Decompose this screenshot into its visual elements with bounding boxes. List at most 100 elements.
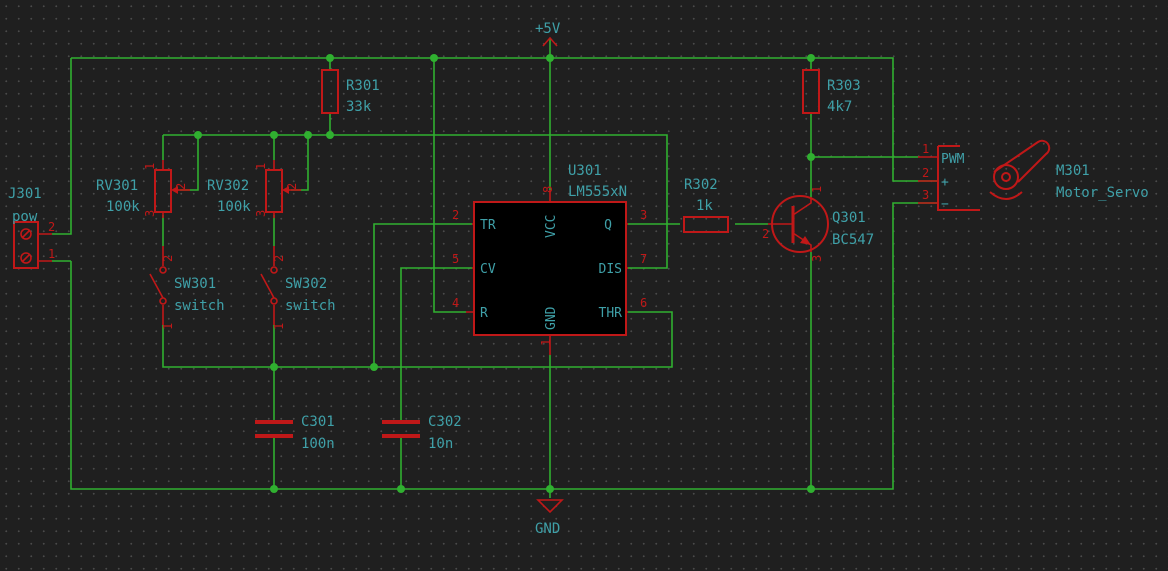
junction xyxy=(546,485,554,493)
pin-number: 1 xyxy=(272,323,286,330)
sw301-value: switch xyxy=(174,298,225,314)
junction xyxy=(304,131,312,139)
resistor-r303[interactable]: R303 4k7 xyxy=(802,69,861,115)
u301-value: LM555xN xyxy=(568,184,627,200)
vcc-arrow-icon xyxy=(542,36,558,47)
c302-value: 10n xyxy=(428,436,453,452)
servo-body xyxy=(937,146,980,211)
switch-lever-icon xyxy=(149,273,164,299)
u301-ref: U301 xyxy=(568,163,602,179)
j301-value: pow xyxy=(12,209,38,225)
connector-j301[interactable]: J301 pow 2 1 xyxy=(8,186,55,269)
pin-number: 5 xyxy=(452,252,459,266)
transistor-q301[interactable]: 2 1 3 Q301 BC547 xyxy=(762,186,874,262)
pin-number: 2 xyxy=(762,227,769,241)
capacitor-c302[interactable]: C302 10n xyxy=(382,414,462,452)
sw302-value: switch xyxy=(285,298,336,314)
pin-number: 3 xyxy=(254,210,268,217)
pin-number: 1 xyxy=(922,142,929,156)
wire-vcc-rail xyxy=(71,57,938,182)
servo-m301[interactable]: PWM + − 1 2 3 M301 Motor_Servo xyxy=(918,139,1149,212)
pin-number: 6 xyxy=(640,296,647,310)
rv302-value: 100k xyxy=(217,199,251,215)
pin-number: 7 xyxy=(640,252,647,266)
junction xyxy=(270,485,278,493)
pin-number: 1 xyxy=(254,163,268,170)
q301-ref: Q301 xyxy=(832,210,866,226)
pin-number: 1 xyxy=(161,323,175,330)
pot-body xyxy=(265,169,283,213)
pin-number: 3 xyxy=(922,188,929,202)
junction xyxy=(270,363,278,371)
resistor-body xyxy=(683,216,729,233)
pin-number: 2 xyxy=(285,183,299,190)
pin-number: 3 xyxy=(143,210,157,217)
junction xyxy=(546,54,554,62)
junctions xyxy=(194,54,815,493)
switch-sw301[interactable]: 2 1 SW301 switch xyxy=(149,246,225,330)
wire-pot-bus xyxy=(163,134,668,269)
sw301-ref: SW301 xyxy=(174,276,216,292)
r303-value: 4k7 xyxy=(827,99,852,115)
wire-reset xyxy=(433,58,466,313)
rv301-value: 100k xyxy=(106,199,140,215)
wire-gnd-rail xyxy=(70,202,938,490)
junction xyxy=(397,485,405,493)
c302-ref: C302 xyxy=(428,414,462,430)
resistor-r302[interactable]: R302 1k xyxy=(683,177,729,233)
potentiometer-rv302[interactable]: 1 2 3 RV302 100k xyxy=(207,160,301,218)
ground-icon xyxy=(536,499,564,514)
junction xyxy=(270,131,278,139)
screw-terminal-icon xyxy=(20,228,32,240)
pin-number: 3 xyxy=(810,255,824,262)
rv302-ref: RV302 xyxy=(207,178,249,194)
pin-number: 1 xyxy=(48,247,55,261)
pin-number: 1 xyxy=(810,186,824,193)
pin-name-plus: + xyxy=(941,175,949,190)
pin-name-pwm: PWM xyxy=(941,152,965,167)
potentiometer-rv301[interactable]: 1 2 3 RV301 100k xyxy=(96,160,190,218)
m301-value: Motor_Servo xyxy=(1056,185,1149,201)
pin-name-dis: DIS xyxy=(599,262,622,277)
gnd-label: GND xyxy=(535,521,560,537)
r303-ref: R303 xyxy=(827,78,861,94)
wire-rv302-wiper xyxy=(291,135,309,191)
pin-number: 3 xyxy=(640,208,647,222)
r301-ref: R301 xyxy=(346,78,380,94)
pin-number: 4 xyxy=(452,296,459,310)
c301-value: 100n xyxy=(301,436,335,452)
capacitor-c301[interactable]: C301 100n xyxy=(255,414,335,452)
r302-ref: R302 xyxy=(684,177,718,193)
vcc-symbol[interactable]: +5V xyxy=(535,21,561,47)
switch-sw302[interactable]: 2 1 SW302 switch xyxy=(260,246,336,330)
junction xyxy=(807,153,815,161)
switch-lever-icon xyxy=(260,273,275,299)
servo-arm-icon xyxy=(993,139,1051,183)
resistor-r301[interactable]: R301 33k xyxy=(321,69,380,115)
pin-name-r: R xyxy=(480,306,488,321)
pin-number: 2 xyxy=(922,166,929,180)
wire-cv xyxy=(400,267,472,422)
resistor-body xyxy=(802,69,820,114)
ic-u301[interactable]: TR CV R Q DIS THR VCC GND 2 5 4 3 7 6 8 … xyxy=(452,163,647,355)
pin-name-minus: − xyxy=(941,197,949,212)
pin-number: 2 xyxy=(452,208,459,222)
m301-ref: M301 xyxy=(1056,163,1090,179)
pin-name-vcc: VCC xyxy=(544,215,559,238)
j301-ref: J301 xyxy=(8,186,42,202)
wire-trigger xyxy=(373,223,472,367)
c301-ref: C301 xyxy=(301,414,335,430)
resistor-body xyxy=(321,69,339,114)
junction xyxy=(370,363,378,371)
pin-number: 2 xyxy=(161,255,175,262)
gnd-symbol[interactable]: GND xyxy=(535,499,564,537)
pin-name-tr: TR xyxy=(480,218,496,233)
pin-name-gnd: GND xyxy=(544,306,559,330)
rv301-ref: RV301 xyxy=(96,178,138,194)
vcc-label: +5V xyxy=(535,21,561,37)
pin-number: 2 xyxy=(48,220,55,234)
pin-name-q: Q xyxy=(604,218,612,233)
pin-number: 2 xyxy=(272,255,286,262)
ic-body xyxy=(473,201,627,336)
r301-value: 33k xyxy=(346,99,372,115)
